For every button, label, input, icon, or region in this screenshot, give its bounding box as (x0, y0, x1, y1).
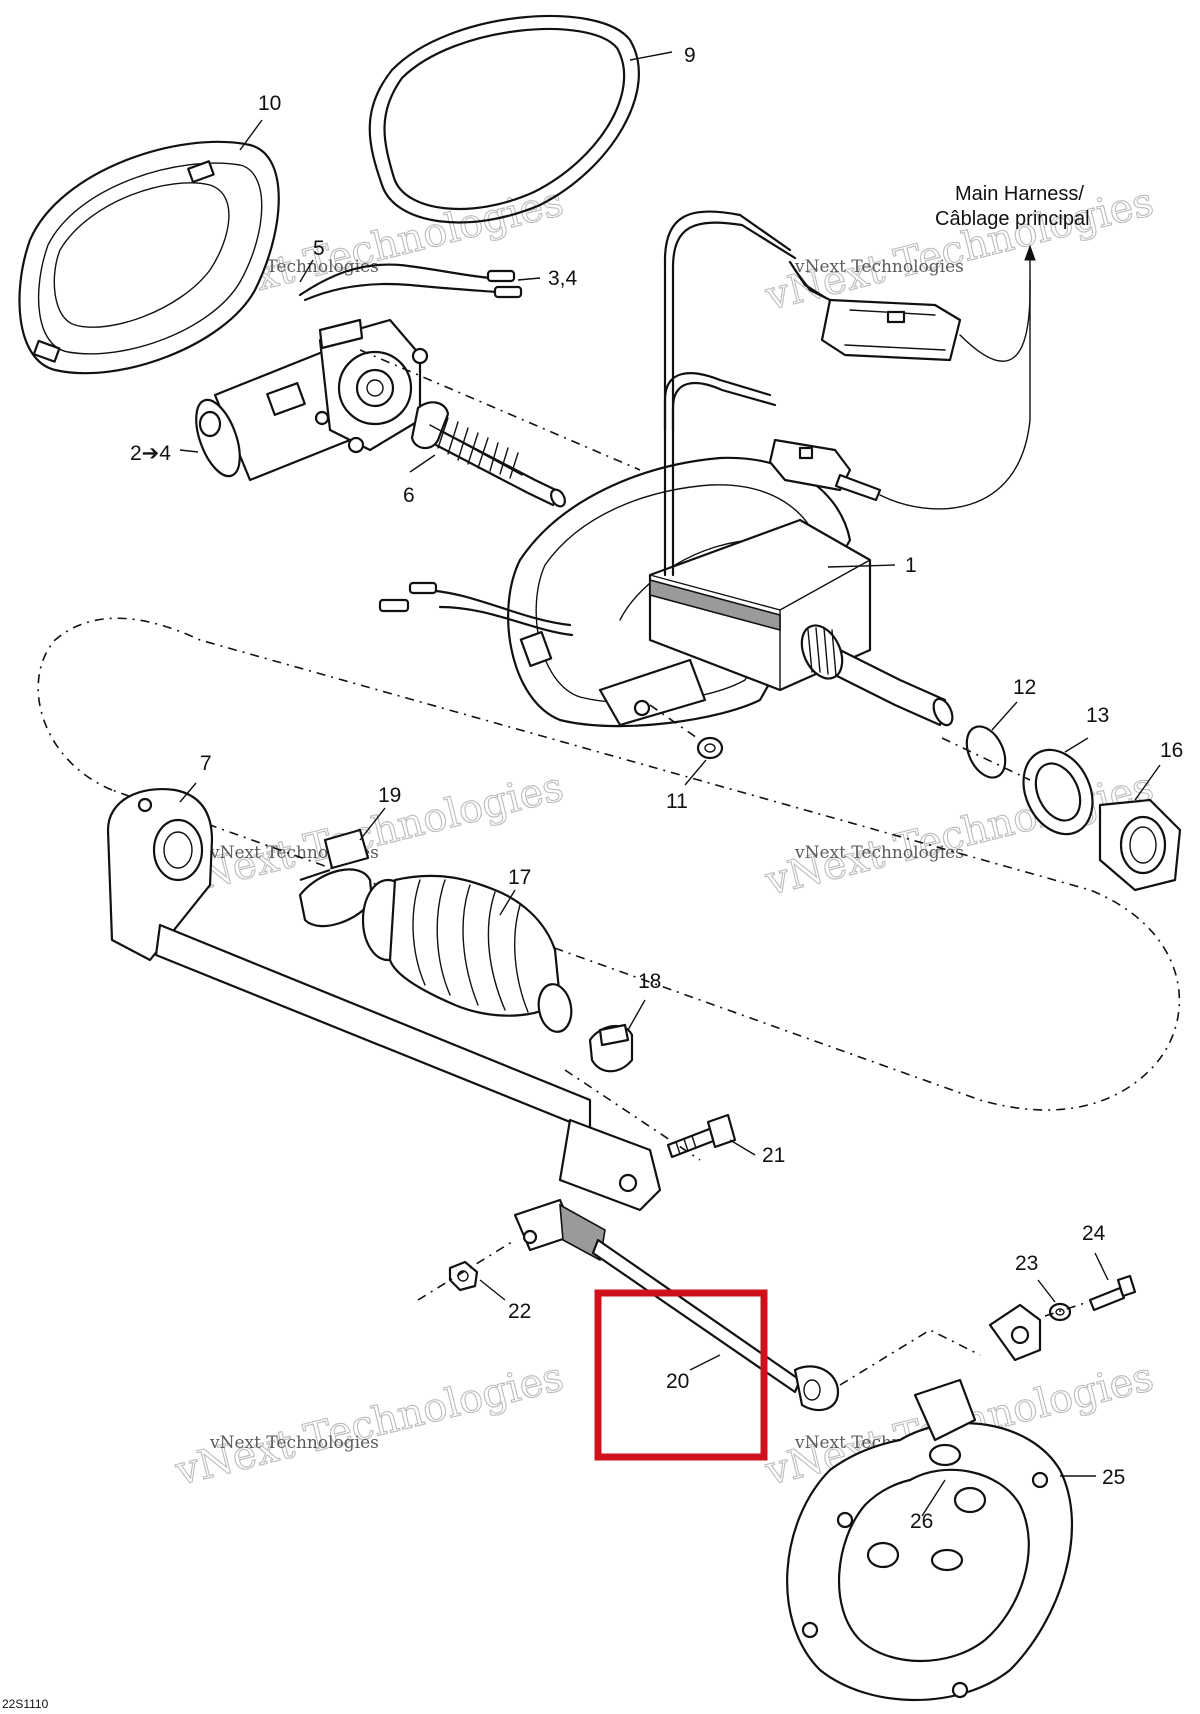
part-20-tie-rod (513, 1198, 840, 1412)
callout-9: 9 (684, 44, 696, 67)
harness-label: Main Harness/ Câblage principal (935, 183, 1090, 230)
watermark-text: vNext Technologies (760, 764, 1158, 905)
part-17-boot (361, 874, 573, 1033)
part-21-bolt (666, 1113, 737, 1159)
callout-10: 10 (258, 92, 281, 115)
watermark-small-text: vNext Technologies (209, 1433, 379, 1453)
callout-25: 25 (1102, 1466, 1125, 1489)
main-harness-connector (820, 298, 962, 362)
part-23-washer (1048, 1302, 1072, 1322)
callout-20: 20 (666, 1370, 689, 1393)
callout-5: 5 (313, 237, 325, 260)
part-2-4-motor (195, 318, 429, 482)
part-9-belt (368, 14, 640, 224)
callout-3-4: 3,4 (548, 267, 578, 290)
part-5-wires (298, 263, 523, 302)
callout-23: 23 (1015, 1252, 1038, 1275)
housing-connector (768, 438, 882, 502)
housing-wire-terminals (378, 581, 574, 637)
callout-12: 12 (1013, 676, 1036, 699)
watermark-small-text: vNext Technologies (794, 843, 964, 863)
part-18-clamp (588, 1023, 634, 1073)
watermark-small-text: vNext Technologies (794, 257, 964, 277)
callout-24: 24 (1082, 1222, 1106, 1245)
drawing-code: 22S1110 (2, 1697, 49, 1711)
harness-label-line2: Câblage principal (935, 208, 1090, 230)
callout-22: 22 (508, 1300, 531, 1323)
harness-route-arrow (879, 244, 1036, 510)
harness-label-line1: Main Harness/ (955, 183, 1084, 205)
callout-19: 19 (378, 784, 401, 807)
highlight-box (594, 1289, 768, 1461)
part-19-clamp (298, 828, 374, 928)
callout-16: 16 (1160, 739, 1183, 762)
part-6-worm-gear (410, 401, 566, 508)
part-1-shaft (800, 624, 954, 727)
assembly-axis-lines (359, 349, 1089, 1386)
assembly-outline (37, 617, 1181, 1111)
callout-11: 11 (666, 790, 688, 813)
callout-labels: 1 2➔4 3,4 5 6 7 9 10 11 12 13 16 17 18 1… (130, 44, 1183, 1533)
callout-6: 6 (403, 484, 415, 507)
part-22-nut (448, 1260, 479, 1292)
harness-wires (663, 210, 832, 577)
watermark-text: vNext Technologies (170, 1354, 568, 1495)
callout-7: 7 (200, 752, 212, 775)
part-26-grommets (866, 1443, 987, 1572)
part-24-bolt (1088, 1274, 1137, 1312)
part-16-hex-nut (1098, 798, 1182, 892)
part-25-bracket (786, 1303, 1073, 1701)
callout-2-4: 2➔4 (130, 442, 171, 465)
callout-13: 13 (1086, 704, 1109, 727)
callout-1: 1 (905, 554, 917, 577)
part-7-push-rod (106, 788, 662, 1212)
part-11-nut (696, 736, 724, 760)
leader-lines (179, 51, 1161, 1517)
callout-21: 21 (762, 1144, 785, 1167)
callout-17: 17 (508, 866, 531, 889)
part-10-cover (18, 140, 280, 375)
part-12-o-ring (965, 725, 1007, 779)
callout-26: 26 (910, 1510, 933, 1533)
part-13-retaining-ring (1022, 748, 1094, 836)
callout-18: 18 (638, 970, 661, 993)
